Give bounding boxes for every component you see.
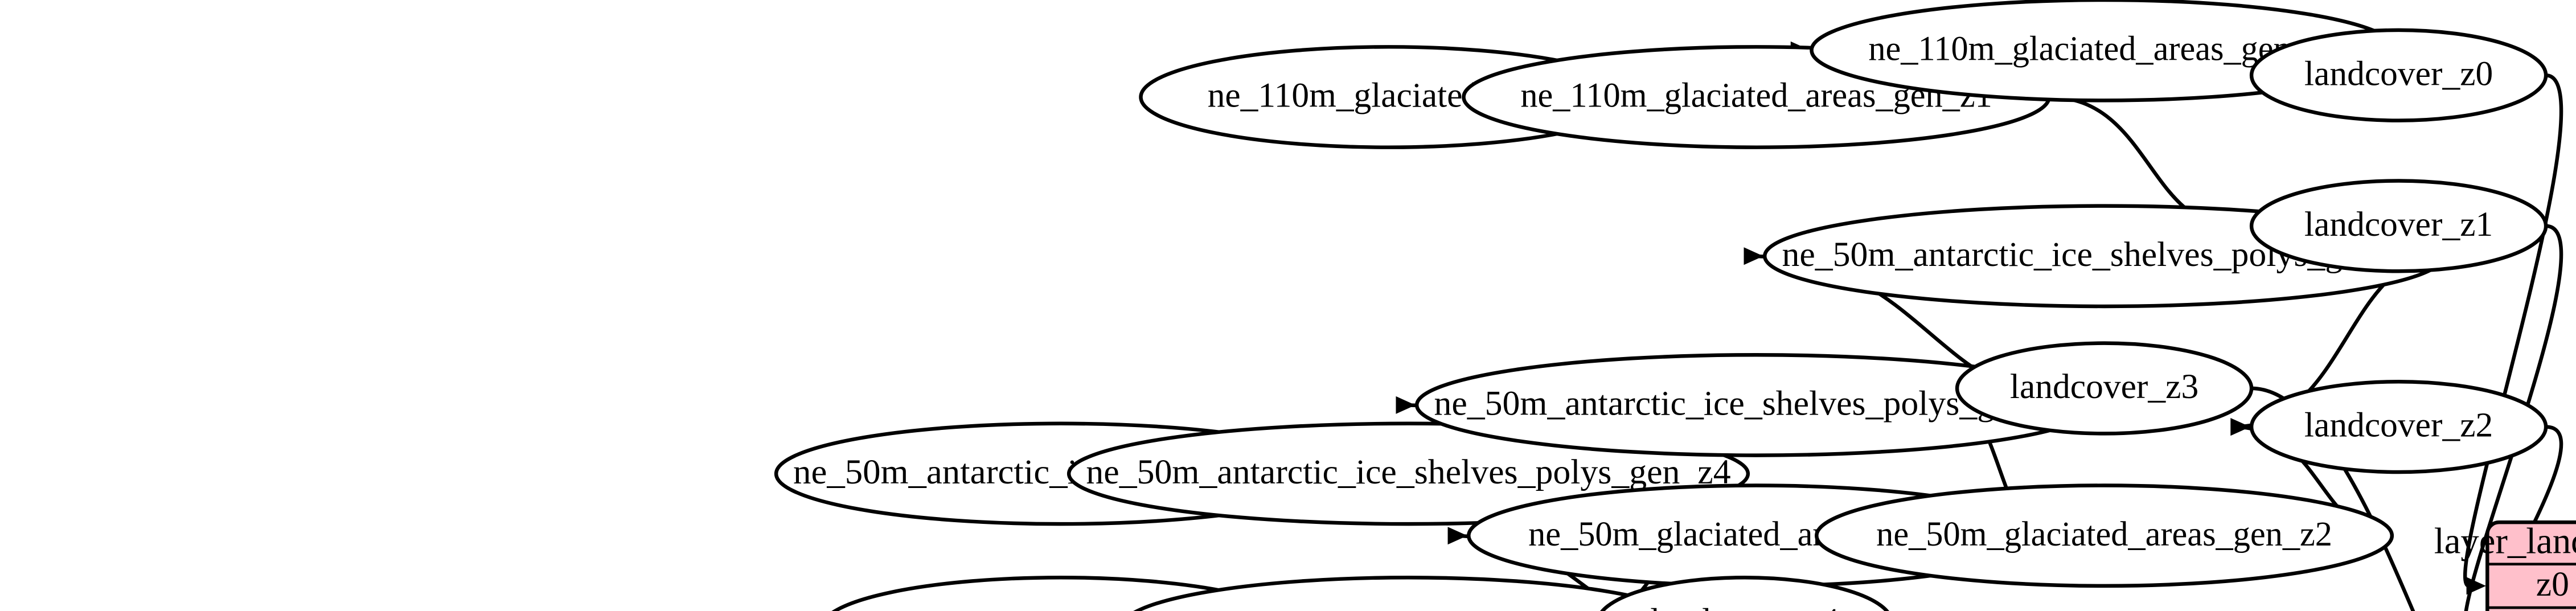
node-landcover_z4[interactable]: landcover_z4 [1597, 575, 1892, 611]
node-shape [1955, 341, 2254, 436]
record-header-label: layer_landcover [2434, 520, 2576, 561]
node-ne_50m_glaciated_areas_gen_z2[interactable]: ne_50m_glaciated_areas_gen_z2 [1815, 483, 2394, 588]
node-label-landcover_z4: landcover_z4 [1650, 602, 1839, 611]
arrowhead-icon [2230, 418, 2250, 436]
node-label-landcover_z0: landcover_z0 [2304, 54, 2493, 93]
node-shape [1600, 575, 1889, 611]
node-label-ne_50m_glaciated_areas_gen_z2: ne_50m_glaciated_areas_gen_z2 [1876, 515, 2332, 553]
node-shape [1815, 483, 2394, 588]
record-node-layer-landcover[interactable]: layer_landcoverz0z1z2z3z4z5z6z7z8z9z10z1… [2434, 520, 2576, 611]
node-shape [1133, 575, 1684, 611]
node-ne_50m_antarctic_ice_shelves_polys_gen_z3[interactable]: ne_50m_antarctic_ice_shelves_polys_gen_z… [1414, 352, 2098, 457]
arrowhead-icon [1447, 527, 1467, 545]
node-landcover_z0[interactable]: landcover_z0 [2249, 28, 2548, 122]
edge-landcover_z0--to--layer_landcover-z0 [2463, 73, 2563, 588]
node-label-landcover_z2: landcover_z2 [2304, 406, 2493, 445]
node-landcover_z1[interactable]: landcover_z1 [2249, 179, 2548, 273]
node-label-ne_50m_antarctic_ice_shelves_polys_gen_z4: ne_50m_antarctic_ice_shelves_polys_gen_z… [1086, 453, 1730, 491]
node-shape [2249, 179, 2548, 273]
node-shape [2249, 28, 2548, 122]
node-landcover_z3[interactable]: landcover_z3 [1955, 341, 2254, 436]
node-label-ne_50m_glaciated_areas_gen_z4: ne_50m_glaciated_areas_gen_z4 [1180, 606, 1636, 611]
record-row-z1[interactable]: z1 [2536, 608, 2569, 611]
arrowhead-icon [1396, 396, 1416, 414]
arrowhead-icon [1744, 247, 1763, 265]
node-shape [2249, 380, 2548, 474]
record-node-body [2485, 520, 2576, 611]
node-label-ne_50m_glaciated_areas: ne_50m_glaciated_areas [888, 606, 1234, 611]
record-row-z0[interactable]: z0 [2536, 565, 2569, 604]
node-ne_50m_glaciated_areas_gen_z4[interactable]: ne_50m_glaciated_areas_gen_z4 [1121, 575, 1696, 611]
node-landcover_z2[interactable]: landcover_z2 [2249, 380, 2548, 474]
node-label-landcover_z1: landcover_z1 [2304, 205, 2493, 244]
record-node-layer: layer_landcoverz0z1z2z3z4z5z6z7z8z9z10z1… [2434, 520, 2576, 611]
node-label-landcover_z3: landcover_z3 [2010, 367, 2198, 406]
